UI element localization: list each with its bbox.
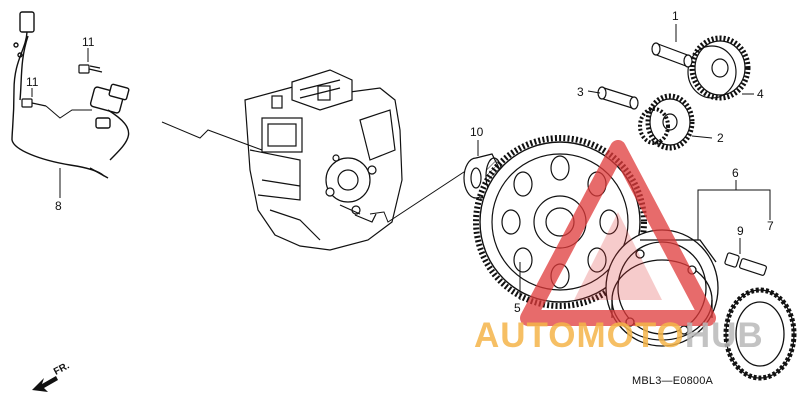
callout-2: 2 [717, 131, 724, 145]
pulse-generator-assembly [11, 11, 130, 179]
figure-code: MBL3—E0800A [632, 375, 714, 387]
watermark-text: AUTOMOTOHUB [474, 316, 764, 356]
bolt-11-lower [21, 98, 47, 108]
leader-lines-left [31, 48, 92, 198]
callout-5: 5 [514, 301, 521, 315]
callout-1: 1 [672, 9, 679, 23]
reduction-gear-2 [638, 93, 695, 151]
shaft-pin-3 [597, 86, 639, 110]
watermark-text-part-b: HUB [684, 316, 764, 355]
leader-lines-engine [161, 121, 471, 223]
shaft-pin-1 [651, 42, 693, 68]
callout-4: 4 [757, 87, 764, 101]
callout-8: 8 [55, 199, 62, 213]
idle-gear-4 [687, 35, 751, 101]
callout-7: 7 [767, 219, 774, 233]
engine-crankcase [244, 69, 403, 251]
one-way-clutch-7 [723, 287, 797, 381]
bolt-9 [724, 252, 767, 276]
watermark-text-part-a: AUTOMOTO [474, 316, 685, 355]
callout-11-upper: 11 [82, 35, 95, 49]
callout-3: 3 [577, 85, 584, 99]
callout-11-lower: 11 [26, 75, 39, 89]
bolt-11-upper [78, 64, 103, 74]
callout-10: 10 [470, 125, 484, 139]
callout-9: 9 [737, 224, 744, 238]
front-arrow-icon [32, 376, 58, 392]
watermark-logo [520, 140, 716, 326]
leader-lines-right [587, 24, 771, 254]
callout-6: 6 [732, 166, 739, 180]
